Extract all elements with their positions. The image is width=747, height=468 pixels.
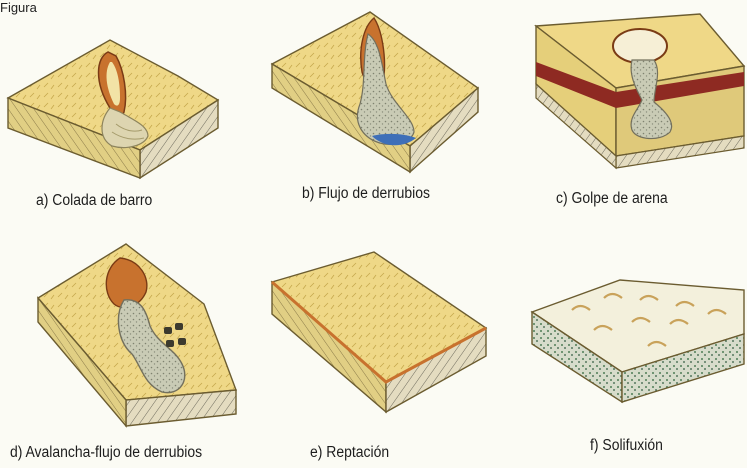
caption-panel-c: c) Golpe de arena: [556, 190, 668, 207]
panel-b-debris-flow-block: [270, 11, 480, 174]
caption-panel-d: d) Avalancha-flujo de derrubios: [10, 444, 203, 461]
panel-c-sand-strike-block: [534, 13, 746, 170]
panel-e-creep-block: [270, 251, 488, 414]
panel-d-avalanche-debris-flow-block: [36, 243, 237, 428]
panel-f-solifluction-block: [530, 279, 745, 404]
caption-panel-b: b) Flujo de derrubios: [302, 185, 430, 202]
panel-a-mudflow-block: [6, 39, 220, 180]
caption-panel-a: a) Colada de barro: [36, 192, 153, 209]
header-clip: Figura: [0, 0, 37, 15]
caption-panel-e: e) Reptación: [310, 444, 390, 461]
caption-panel-f: f) Solifuxión: [590, 437, 663, 454]
